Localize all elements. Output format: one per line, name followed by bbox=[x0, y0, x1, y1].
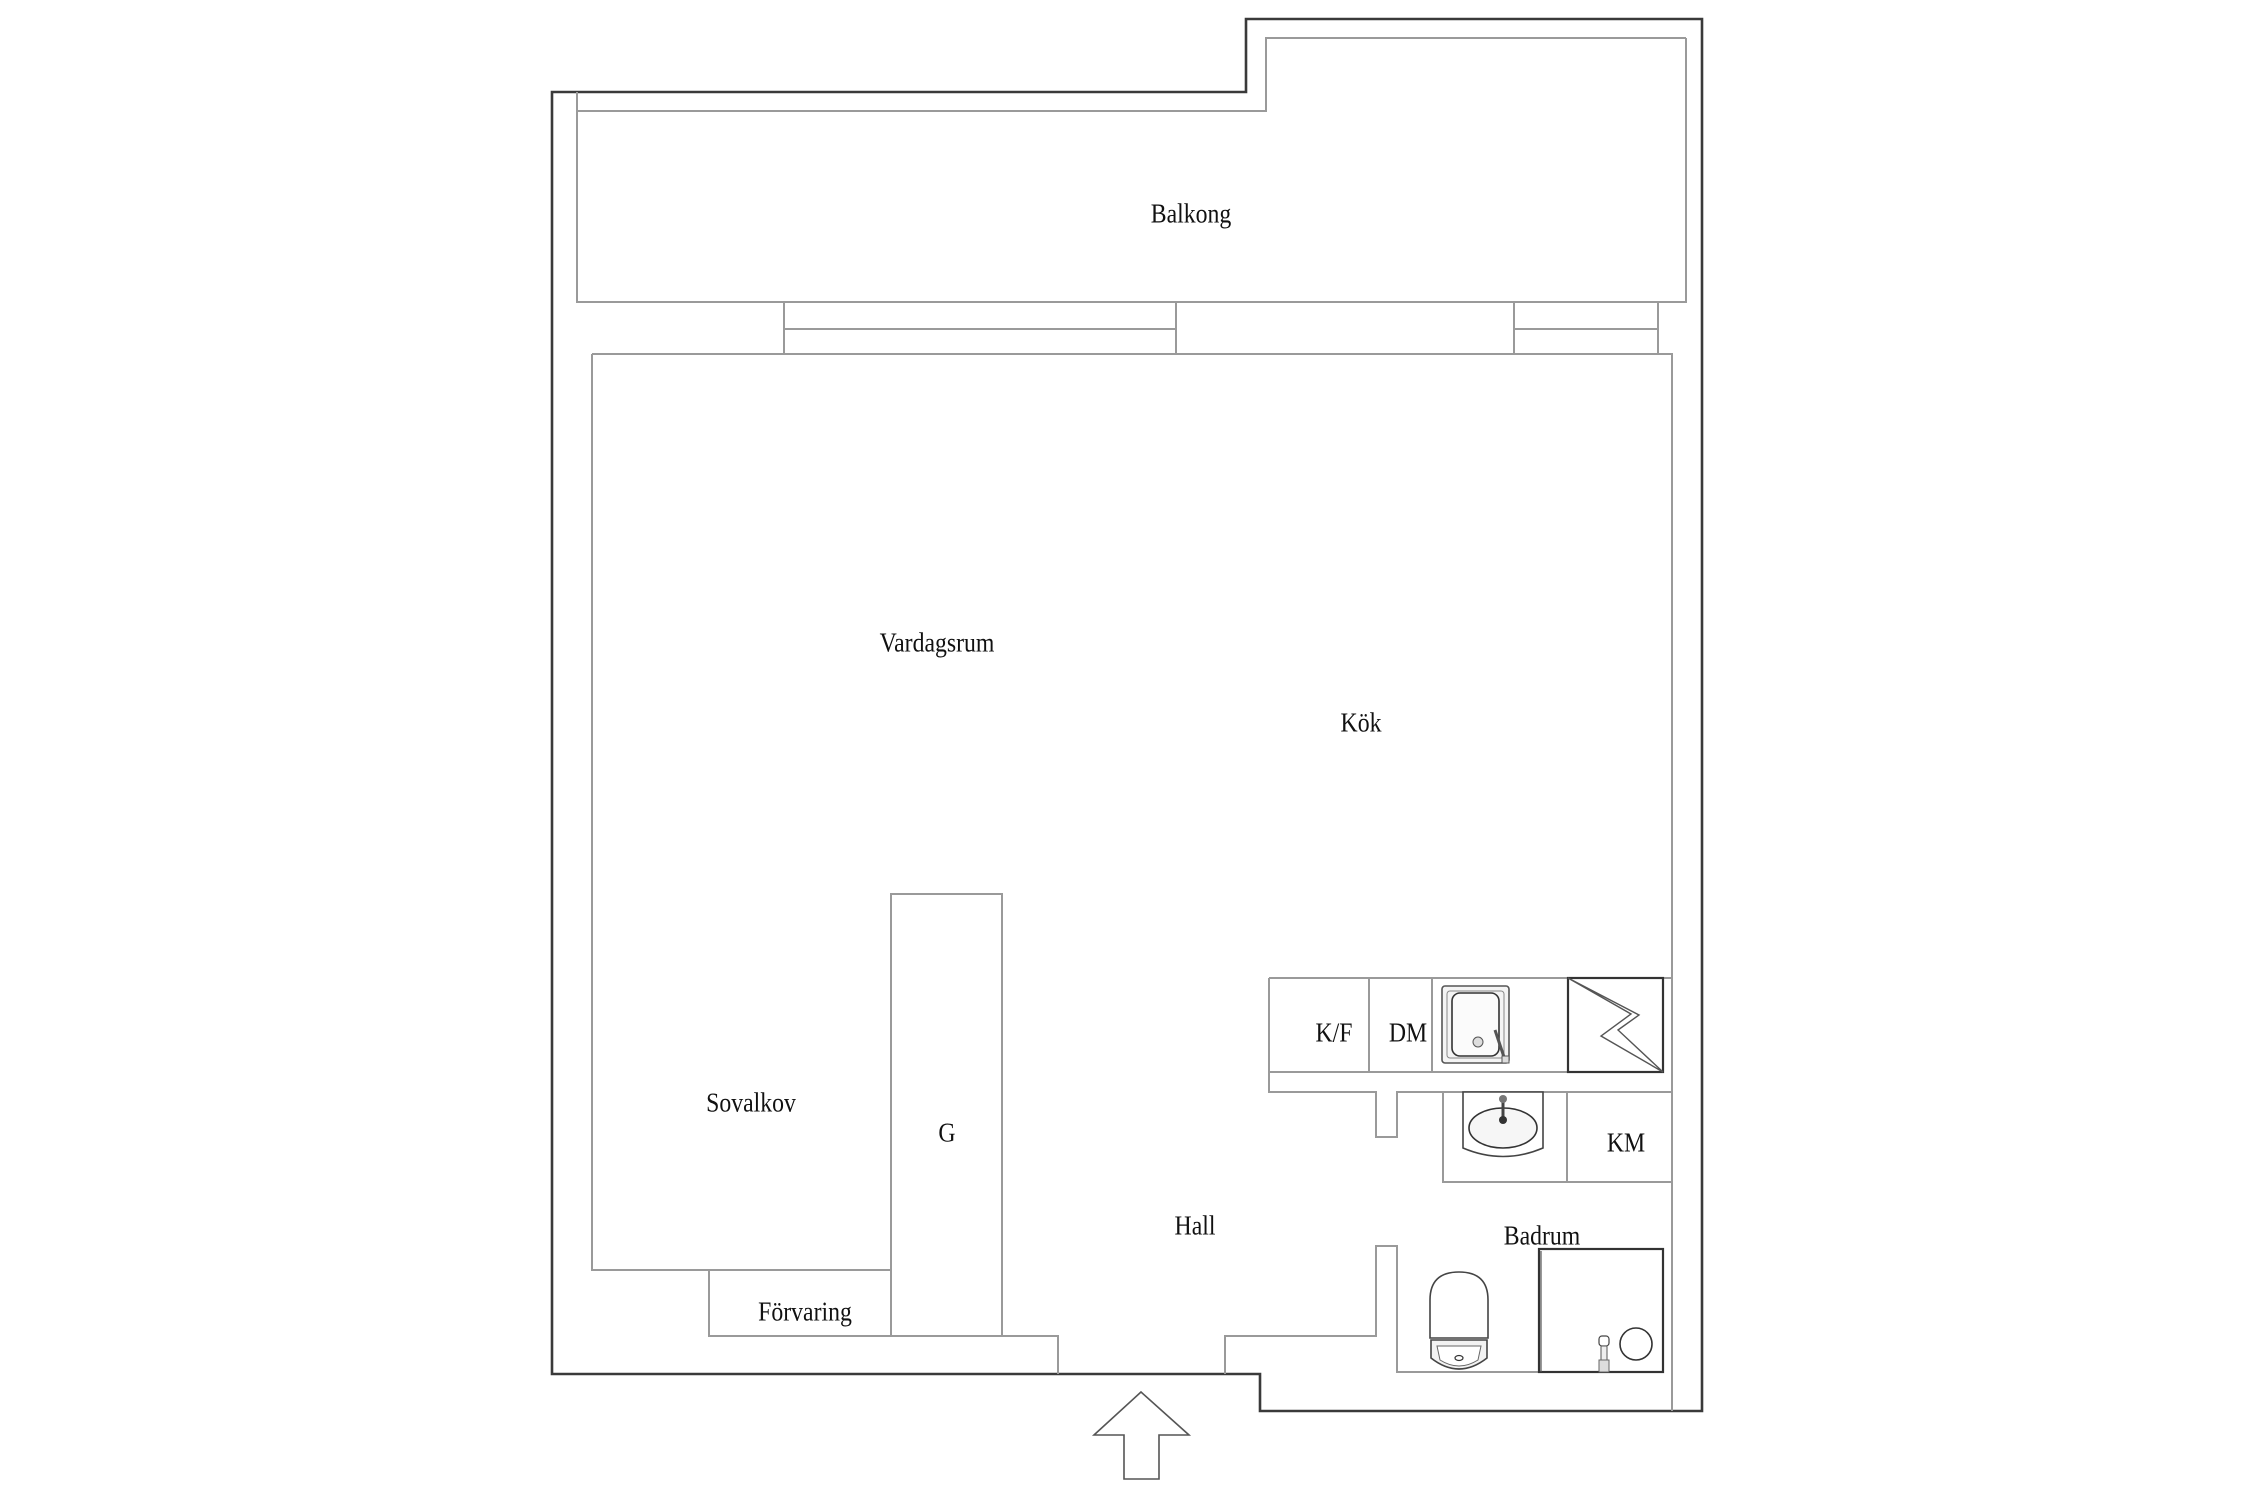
wardrobe-g bbox=[890, 893, 1003, 1337]
washbasin-icon bbox=[1462, 1091, 1544, 1158]
storage-box bbox=[708, 1270, 1059, 1374]
kitchen-sink-icon bbox=[1441, 985, 1510, 1064]
appliance-label-dm: DM bbox=[1388, 1017, 1428, 1048]
room-label-balkong: Balkong bbox=[1150, 198, 1232, 229]
room-label-forvaring: Förvaring bbox=[758, 1296, 852, 1327]
toilet-icon bbox=[1429, 1271, 1489, 1370]
appliance-label-kf: K/F bbox=[1315, 1017, 1353, 1048]
stove-icon bbox=[1566, 976, 1665, 1074]
vanity-area bbox=[1442, 1092, 1672, 1183]
windows bbox=[783, 302, 1659, 354]
room-label-vardagsrum: Vardagsrum bbox=[879, 627, 995, 658]
interior-wall bbox=[592, 353, 1673, 1411]
balcony-outline bbox=[576, 37, 1687, 303]
entrance-arrow-icon bbox=[1091, 1390, 1192, 1480]
room-label-garderob: G bbox=[938, 1117, 956, 1148]
shower-icon bbox=[1537, 1247, 1665, 1374]
room-label-badrum: Badrum bbox=[1503, 1220, 1581, 1251]
hall-right-wall bbox=[1224, 1245, 1539, 1374]
outer-wall bbox=[550, 17, 1704, 1413]
appliance-label-km: KM bbox=[1606, 1127, 1646, 1158]
room-label-kok: Kök bbox=[1340, 707, 1382, 738]
sovalkov-wall bbox=[591, 354, 891, 1271]
room-label-sovalkov: Sovalkov bbox=[706, 1087, 796, 1118]
room-label-hall: Hall bbox=[1174, 1210, 1216, 1241]
